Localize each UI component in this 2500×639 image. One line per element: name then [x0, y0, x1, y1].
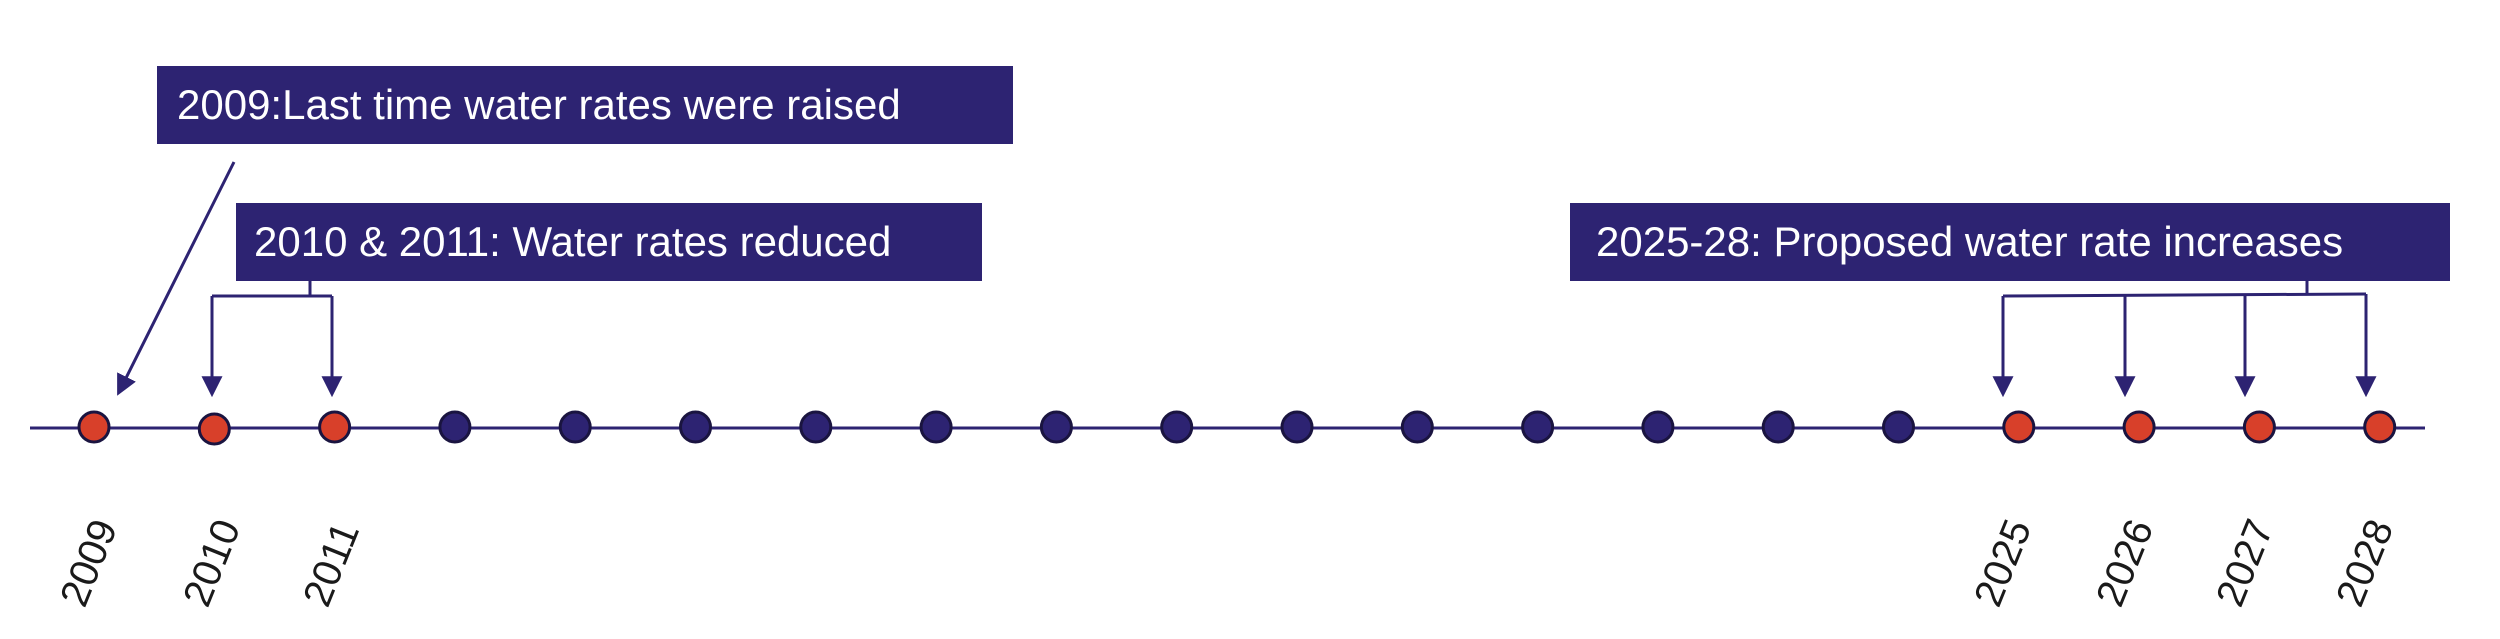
- timeline-dot: [679, 410, 712, 444]
- timeline-dot: [1761, 410, 1795, 444]
- callout-2025-text: 2025-28: Proposed water rate increases: [1596, 218, 2344, 265]
- callout-2009-last-raise: 2009:Last time water rates were raised: [157, 66, 1013, 144]
- timeline-dot: [1641, 410, 1675, 444]
- timeline-dot-highlighted: [2242, 410, 2276, 444]
- bracket-2010-2011: [201, 281, 343, 398]
- timeline-dot: [1400, 410, 1434, 444]
- timeline-dot-highlighted: [318, 410, 352, 444]
- callout-2010-text: 2010 & 2011: Water rates reduced: [254, 218, 892, 265]
- timeline-dot: [919, 410, 953, 444]
- timeline-dot-highlighted: [77, 410, 111, 444]
- callout-2025-2028-proposed: 2025-28: Proposed water rate increases: [1570, 203, 2450, 281]
- bracket-2025-2028: [1992, 281, 2377, 398]
- timeline-dot: [438, 410, 472, 444]
- timeline-dot: [1882, 410, 1915, 444]
- timeline-dots: [77, 410, 2397, 446]
- timeline-dot: [1039, 410, 1073, 444]
- pointer-2009-arrow: [117, 161, 236, 396]
- timeline-dot: [1280, 410, 1314, 444]
- callout-2010-2011-reduced: 2010 & 2011: Water rates reduced: [236, 203, 982, 281]
- timeline-dot: [1521, 410, 1555, 444]
- timeline-dot: [558, 410, 592, 444]
- timeline-dot-highlighted: [2002, 410, 2036, 444]
- timeline-dot: [1160, 410, 1194, 444]
- timeline-dot-highlighted: [197, 412, 231, 446]
- callout-2009-text: 2009:Last time water rates were raised: [177, 81, 901, 128]
- timeline-dot-highlighted: [2363, 410, 2397, 444]
- timeline-dot: [799, 410, 833, 444]
- timeline-dot-highlighted: [2122, 410, 2156, 444]
